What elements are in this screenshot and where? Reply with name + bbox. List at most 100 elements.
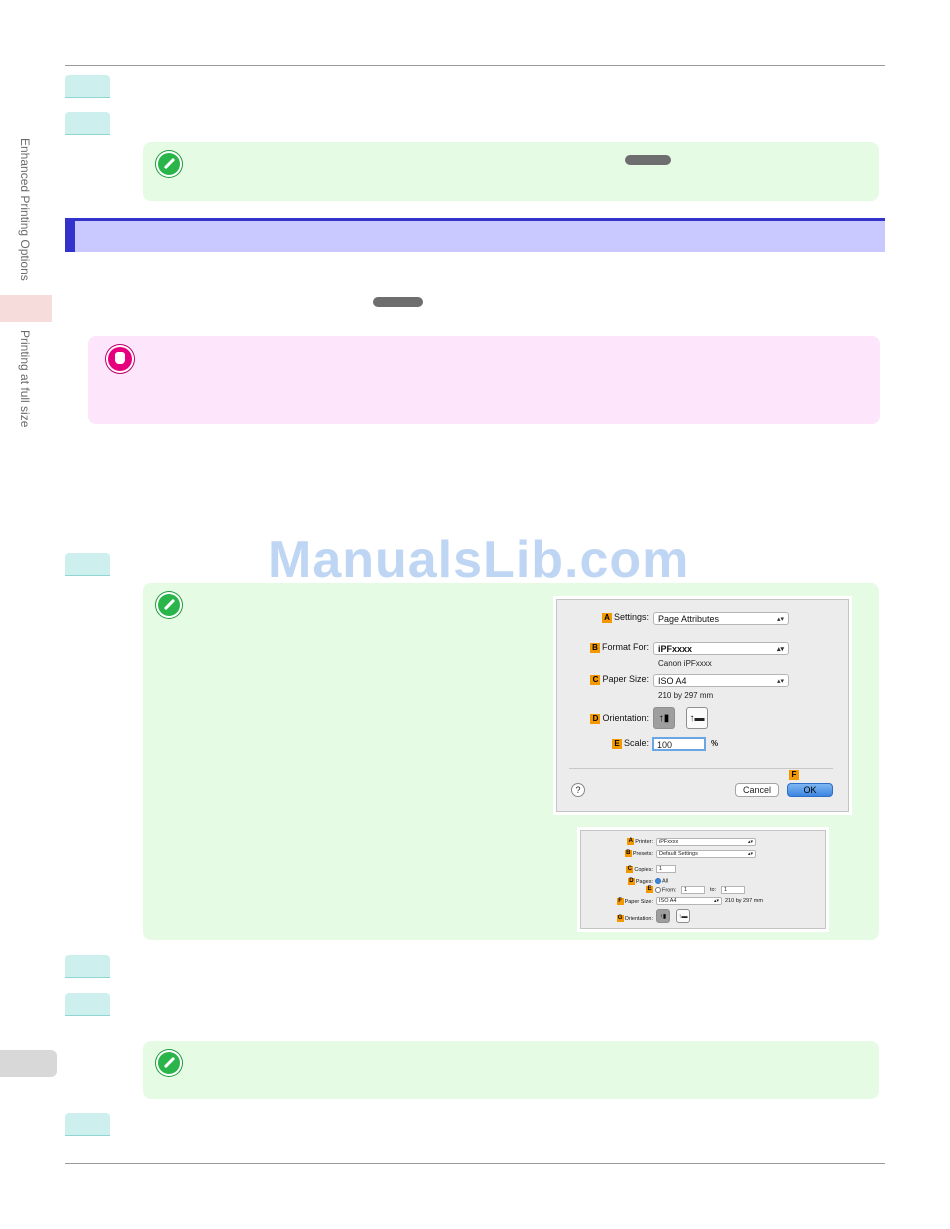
presets-popup[interactable]: Default Settings ▴▾ (656, 850, 756, 858)
help-button[interactable]: ? (571, 783, 585, 797)
badge-g: G (616, 915, 624, 922)
footer-rule (65, 1163, 885, 1164)
landscape-orientation-icon[interactable]: ↑▬ (676, 909, 690, 923)
presets-label-text: Presets: (632, 850, 653, 857)
radio-selected-icon (655, 878, 661, 884)
format-popup[interactable]: iPFxxxx ▴▾ (653, 642, 789, 655)
dialog-divider (569, 768, 833, 769)
badge-f: F (789, 770, 799, 780)
paper-size-value: ISO A4 (658, 676, 687, 686)
radio-unselected-icon (655, 887, 661, 893)
paper-size-popup[interactable]: ISO A4 ▴▾ (653, 674, 789, 687)
sidebar-active-tab (0, 295, 52, 322)
pages-all-option[interactable]: All (655, 878, 668, 884)
note-box (143, 142, 879, 201)
badge-c: C (590, 674, 601, 685)
popup-arrows-icon: ▴▾ (776, 678, 784, 685)
badge-c: C (626, 866, 634, 873)
reference-button[interactable] (373, 297, 423, 307)
step-marker (65, 955, 110, 978)
badge-d: D (590, 713, 601, 724)
pages-label-text: Pages: (635, 878, 653, 885)
paper-size-subtitle: 210 by 297 mm (725, 898, 763, 904)
badge-a: A (601, 612, 612, 623)
copies-input[interactable]: 1 (656, 865, 676, 873)
landscape-orientation-icon[interactable]: ↑▬ (686, 707, 708, 729)
section-heading-bar (65, 218, 885, 252)
badge-f: F (616, 898, 624, 905)
popup-arrows-icon: ▴▾ (776, 646, 784, 653)
popup-arrows-icon: ▴▾ (713, 898, 719, 904)
popup-arrows-icon: ▴▾ (747, 839, 753, 845)
from-input[interactable]: 1 (681, 886, 705, 894)
step-marker (65, 553, 110, 576)
presets-value: Default Settings (659, 851, 698, 857)
badge-e: E (611, 738, 622, 749)
step-marker (65, 112, 110, 135)
popup-arrows-icon: ▴▾ (776, 616, 784, 623)
popup-arrows-icon: ▴▾ (747, 851, 753, 857)
badge-d: D (627, 878, 635, 885)
from-label: From: (662, 887, 677, 894)
scale-label-text: Scale: (623, 738, 649, 748)
badge-e: E (646, 886, 653, 893)
scale-unit: % (711, 739, 719, 748)
settings-popup[interactable]: Page Attributes ▴▾ (653, 612, 789, 625)
badge-b: B (624, 850, 632, 857)
printer-label-text: Printer: (635, 838, 653, 845)
step-marker (65, 993, 110, 1016)
sidebar-page-tab (0, 1050, 57, 1077)
pages-all-label: All (662, 878, 669, 885)
orientation-label-text: Orientation: (602, 713, 649, 723)
to-input[interactable]: 1 (721, 886, 745, 894)
paper-size-label-text: Paper Size: (602, 674, 649, 684)
portrait-orientation-icon[interactable]: ↑▮ (653, 707, 675, 729)
sidebar-section-label: Enhanced Printing Options (18, 138, 32, 281)
to-label: to: (710, 887, 717, 893)
watermark: ManualsLib.com (268, 531, 690, 589)
badge-a: A (627, 838, 635, 845)
paper-size-subtitle: 210 by 297 mm (658, 691, 714, 700)
scale-input[interactable]: 100 (652, 737, 706, 751)
orientation-label-text: Orientation: (624, 915, 653, 922)
hand-stop-icon (106, 345, 134, 373)
note-box (143, 1041, 879, 1099)
portrait-orientation-icon[interactable]: ↑▮ (656, 909, 670, 923)
pencil-note-icon (156, 592, 182, 618)
important-box (88, 336, 880, 424)
pencil-note-icon (156, 151, 182, 177)
printer-popup[interactable]: iPFxxxx ▴▾ (656, 838, 756, 846)
format-label-text: Format For: (601, 642, 649, 652)
settings-value: Page Attributes (658, 614, 720, 624)
copies-label-text: Copies: (634, 866, 653, 873)
header-rule (65, 65, 885, 66)
badge-b: B (589, 642, 600, 653)
step-marker (65, 1113, 110, 1136)
paper-size-popup[interactable]: ISO A4 ▴▾ (656, 897, 722, 905)
format-value: iPFxxxx (658, 644, 693, 654)
printer-value: iPFxxxx (659, 839, 679, 845)
ok-button[interactable]: OK (787, 783, 833, 797)
reference-button[interactable] (625, 155, 671, 165)
sidebar-subsection-label: Printing at full size (18, 330, 32, 428)
pencil-note-icon (156, 1050, 182, 1076)
settings-label-text: Settings: (613, 612, 649, 622)
pages-from-option[interactable]: From: (655, 887, 676, 893)
paper-size-label-text: Paper Size: (624, 898, 653, 905)
format-subtitle: Canon iPFxxxx (658, 659, 712, 668)
paper-size-value: ISO A4 (659, 898, 677, 904)
cancel-button[interactable]: Cancel (735, 783, 779, 797)
